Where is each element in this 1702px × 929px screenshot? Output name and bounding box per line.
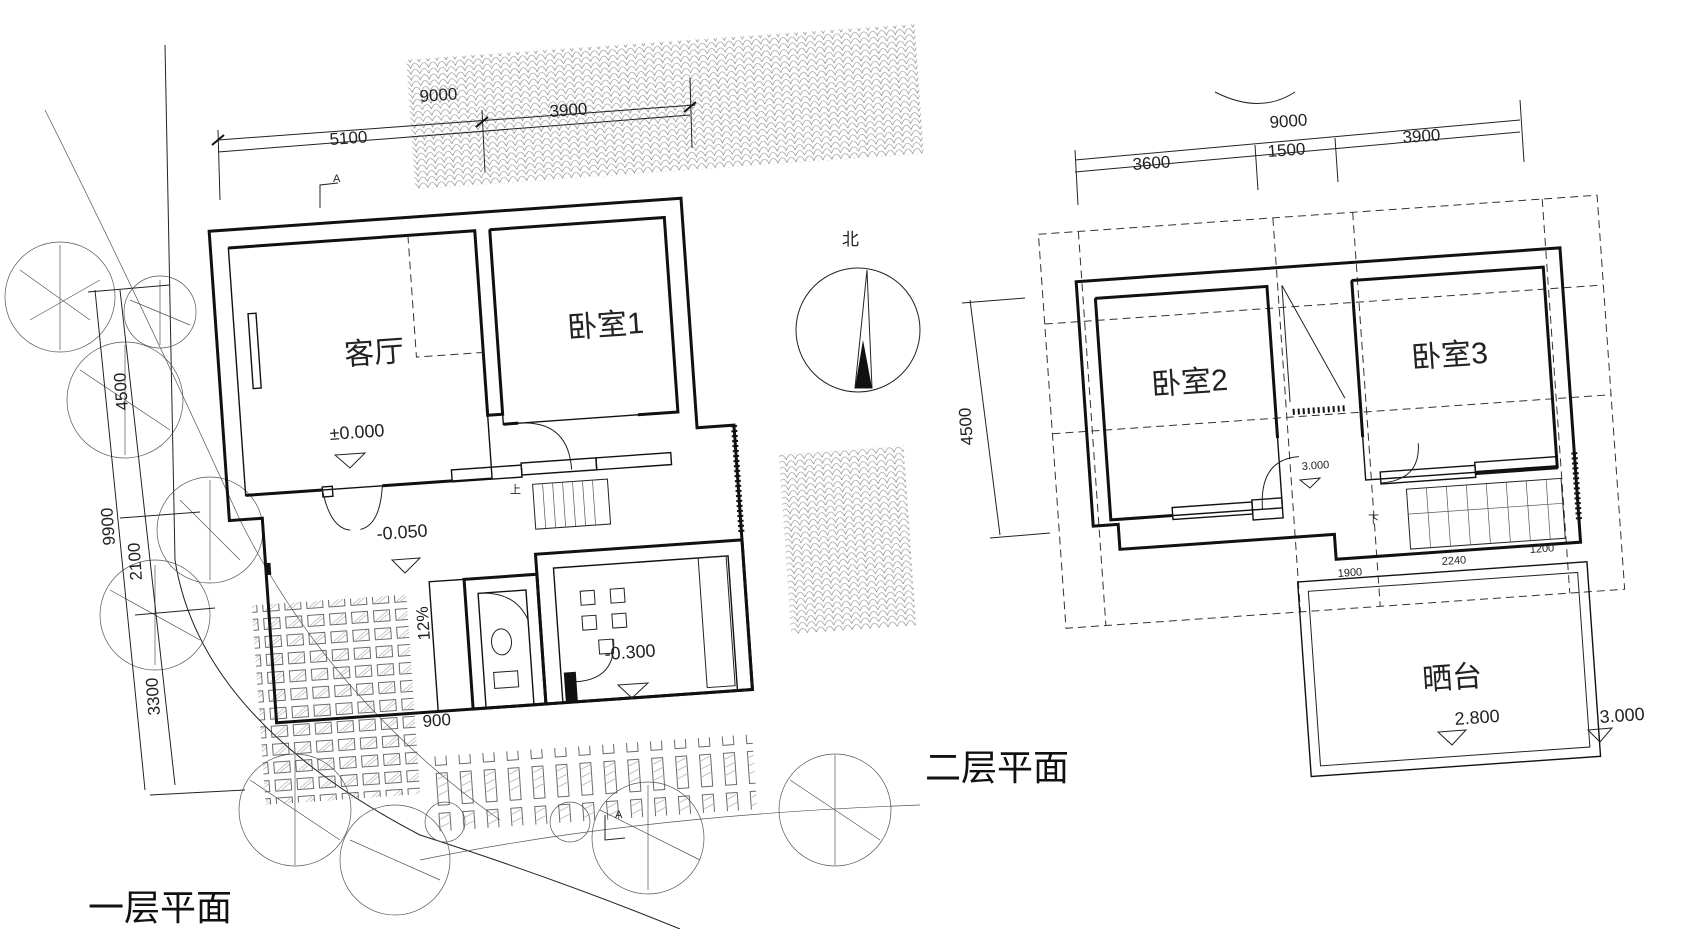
section-mark-bottom — [604, 815, 626, 841]
first-floor-title: 一层平面 — [88, 887, 232, 928]
sf-dim-stair-b: 2240 — [1441, 554, 1466, 568]
section-mark-a-top: A — [333, 173, 341, 185]
first-floor-dim-left — [87, 284, 246, 796]
level-entry: -0.050 — [376, 520, 428, 544]
dim-top-b: 3900 — [549, 99, 588, 121]
section-mark-a-bottom: A — [615, 809, 623, 821]
level-marker-living — [333, 452, 367, 469]
level-marker-kitchen — [616, 682, 650, 699]
dim-left-total: 9900 — [97, 507, 119, 546]
dim-left-b: 2100 — [124, 542, 146, 581]
second-floor-building — [1074, 246, 1602, 778]
level-marker-terrace — [1436, 729, 1468, 746]
dim-left-a: 4500 — [110, 372, 132, 411]
room-bedroom1: 卧室1 — [566, 307, 645, 345]
tree-group — [4, 241, 892, 916]
ramp-slope: 12% — [413, 606, 434, 641]
first-floor-building — [207, 196, 755, 725]
paving-area — [251, 594, 421, 805]
second-floor-dim-top — [1074, 99, 1525, 206]
sf-dim-stair-a: 1900 — [1337, 566, 1362, 580]
site-road-line — [419, 804, 921, 861]
sf-dim-left-a: 4500 — [955, 407, 977, 446]
dim-top-total: 9000 — [419, 84, 458, 106]
second-floor-title: 二层平面 — [925, 747, 1069, 788]
second-floor-plan — [961, 91, 1626, 778]
level-marker-entry — [390, 557, 422, 574]
room-bedroom3: 卧室3 — [1410, 337, 1489, 375]
first-floor-plan — [4, 24, 924, 929]
sf-dim-stair-c: 1200 — [1529, 542, 1554, 556]
tree-arc — [1214, 91, 1296, 104]
room-bedroom2: 卧室2 — [1150, 364, 1229, 402]
site-boundary-line — [164, 44, 681, 929]
sf-dim-top-a: 3600 — [1132, 152, 1171, 174]
compass — [795, 267, 921, 393]
level-marker-landing — [1298, 477, 1322, 489]
second-floor-dim-left — [961, 297, 1051, 539]
sf-level-terrace: 2.800 — [1454, 706, 1500, 729]
sf-level-terrace-edge: 3.000 — [1599, 704, 1645, 727]
compass-north-label: 北 — [842, 230, 859, 249]
dim-top-a: 5100 — [329, 127, 368, 149]
ramp-width: 900 — [422, 710, 452, 731]
sf-stair-down-label: 下 — [1368, 514, 1379, 526]
sf-dim-top-total: 9000 — [1269, 110, 1308, 132]
sf-dim-top-c: 3900 — [1402, 125, 1441, 147]
paving-slats — [422, 734, 758, 833]
sf-level-landing: 3.000 — [1301, 459, 1329, 473]
level-marker-terrace-edge — [1586, 727, 1614, 743]
roof-tile-area-right — [778, 445, 917, 634]
dim-left-c: 3300 — [142, 677, 164, 716]
stair-up-label: 上 — [510, 483, 521, 496]
roof-outline-dashed — [1037, 194, 1626, 629]
room-terrace: 晒台 — [1421, 660, 1483, 697]
first-floor-dim-top — [211, 77, 697, 201]
sf-dim-top-b: 1500 — [1267, 139, 1306, 161]
level-living: ±0.000 — [329, 420, 385, 444]
section-mark-top — [319, 182, 339, 208]
level-kitchen: -0.300 — [604, 640, 656, 664]
room-living: 客厅 — [343, 335, 405, 372]
